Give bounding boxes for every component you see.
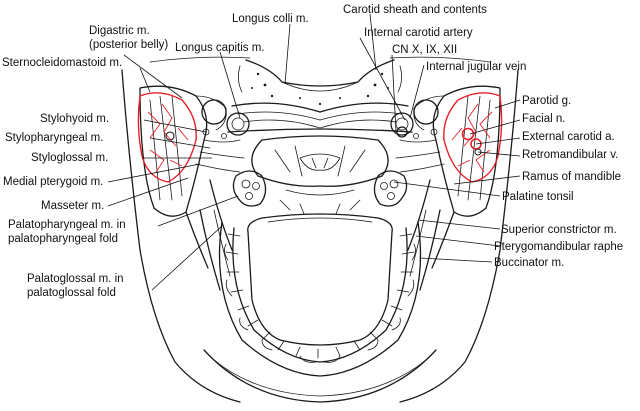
prevertebral-muscles — [227, 102, 413, 133]
parotid-gland-left — [137, 92, 197, 183]
label-buccinator: Buccinator m. — [494, 257, 564, 269]
vertebral-body — [238, 59, 402, 106]
label-palatoglossal-1: Palatoglossal m. in — [27, 273, 124, 285]
label-medial-pterygoid: Medial pterygoid m. — [3, 176, 103, 188]
label-stylopharyngeal: Stylopharyngeal m. — [5, 132, 103, 144]
labels: Longus colli m. Carotid sheath and conte… — [2, 4, 623, 299]
leader-lines — [107, 13, 521, 291]
parotid-gland-right — [443, 92, 503, 183]
label-palatopharyngeal-2: palatopharyngeal fold — [8, 233, 118, 245]
label-digastric-2: (posterior belly) — [89, 39, 168, 51]
label-external-carotid: External carotid a. — [522, 131, 615, 143]
label-digastric-1: Digastric m. — [89, 25, 150, 37]
label-internal-jugular: Internal jugular vein — [426, 61, 526, 73]
carotid-sheath-right — [390, 99, 439, 139]
label-sternocleidomastoid: Sternocleidomastoid m. — [2, 57, 122, 69]
label-palatopharyngeal-1: Palatopharyngeal m. in — [8, 219, 126, 231]
carotid-sheath-left — [201, 99, 250, 139]
label-masseter: Masseter m. — [41, 200, 104, 212]
label-stylohyoid: Stylohyoid m. — [40, 113, 109, 125]
label-internal-carotid: Internal carotid artery — [364, 27, 473, 39]
label-superior-constrictor: Superior constrictor m. — [501, 224, 617, 236]
label-styloglossal: Styloglossal m. — [31, 152, 108, 164]
dental-arch — [218, 221, 422, 377]
left-lateral-muscles — [139, 85, 245, 291]
label-longus-capitis: Longus capitis m. — [175, 42, 265, 54]
tongue — [247, 213, 393, 346]
label-ramus: Ramus of mandible — [522, 171, 621, 183]
label-cn: CN X, IX, XII — [392, 44, 457, 56]
palatine-tonsil-right — [373, 170, 408, 207]
label-longus-colli: Longus colli m. — [232, 13, 309, 25]
label-facial-n: Facial n. — [522, 113, 565, 125]
label-retromandibular: Retromandibular v. — [522, 149, 618, 161]
label-palatoglossal-2: palatoglossal fold — [27, 287, 116, 299]
label-palatine-tonsil: Palatine tonsil — [502, 191, 574, 203]
palatine-tonsil-left — [232, 170, 267, 207]
label-carotid-sheath: Carotid sheath and contents — [343, 4, 487, 16]
lips — [203, 349, 437, 403]
pharynx — [251, 135, 389, 215]
label-parotid: Parotid g. — [522, 95, 571, 107]
label-pterygomandibular: Pterygomandibular raphe — [494, 241, 623, 253]
outer-outline — [121, 56, 519, 403]
